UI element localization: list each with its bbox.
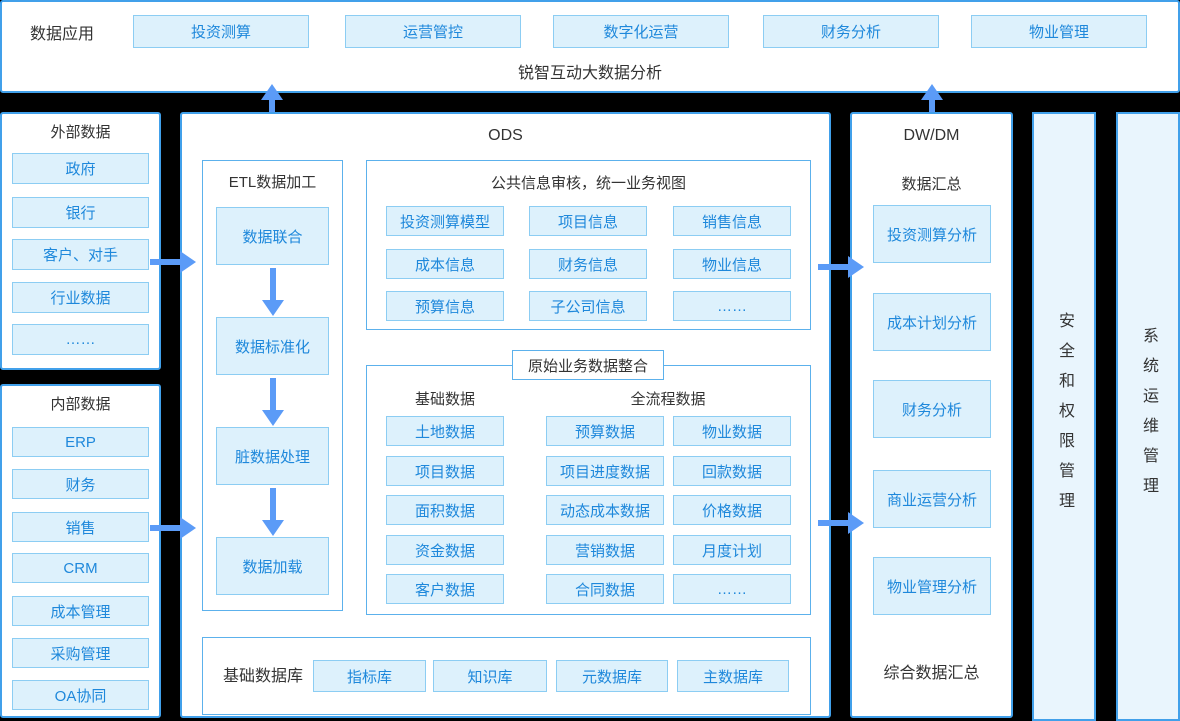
internal-item-finance: 财务 [12, 469, 149, 499]
security-permission-bar: 安全和权限管理 [1032, 112, 1096, 721]
dwdm-title: DW/DM [903, 127, 960, 144]
external-item-more: …… [12, 324, 149, 355]
app-bar-panel: 数据应用 投资测算 运营管控 数字化运营 财务分析 物业管理 锐智互动大数据分析 [0, 0, 1180, 93]
public-info-item: 项目信息 [529, 206, 647, 236]
base-db-item: 元数据库 [556, 660, 668, 692]
external-data-panel: 外部数据 政府 银行 客户、对手 行业数据 …… [0, 112, 161, 370]
base-db-item: 主数据库 [677, 660, 789, 692]
full-process-item: 物业数据 [673, 416, 791, 446]
arrow-up-icon [261, 84, 283, 112]
internal-item-procurement: 采购管理 [12, 638, 149, 668]
basic-data-item: 项目数据 [386, 456, 504, 486]
arrow-right-icon [150, 517, 196, 539]
public-info-box: 公共信息审核，统一业务视图 投资测算模型 项目信息 销售信息 成本信息 财务信息… [366, 160, 811, 330]
app-button-operation-control: 运营管控 [345, 15, 521, 48]
dwdm-item-finance: 财务分析 [873, 380, 991, 438]
public-info-item: 销售信息 [673, 206, 791, 236]
app-button-digital-operation: 数字化运营 [553, 15, 729, 48]
etl-step-load: 数据加载 [216, 537, 329, 595]
basic-data-item: 资金数据 [386, 535, 504, 565]
dwdm-subtitle: 数据汇总 [901, 176, 962, 193]
system-ops-label: 系统运维管理 [1140, 326, 1157, 507]
public-info-item: …… [673, 291, 791, 321]
external-item-bank: 银行 [12, 197, 149, 228]
app-button-property-management: 物业管理 [971, 15, 1147, 48]
basic-data-item: 土地数据 [386, 416, 504, 446]
arrow-down-icon [262, 378, 284, 426]
app-bar-subtitle: 锐智互动大数据分析 [517, 65, 662, 82]
full-process-item: 项目进度数据 [546, 456, 664, 486]
public-info-item: 子公司信息 [529, 291, 647, 321]
app-button-investment: 投资测算 [133, 15, 309, 48]
arrow-down-icon [262, 268, 284, 316]
basic-data-item: 面积数据 [386, 495, 504, 525]
etl-title: ETL数据加工 [228, 174, 317, 191]
internal-item-cost: 成本管理 [12, 596, 149, 626]
dwdm-item-business-ops: 商业运营分析 [873, 470, 991, 528]
arrow-right-icon [150, 251, 196, 273]
basic-data-header: 基础数据 [414, 391, 475, 408]
raw-business-box: 原始业务数据整合 基础数据 全流程数据 土地数据 项目数据 面积数据 资金数据 … [366, 350, 811, 615]
external-item-government: 政府 [12, 153, 149, 184]
dwdm-panel: DW/DM 数据汇总 投资测算分析 成本计划分析 财务分析 商业运营分析 物业管… [850, 112, 1013, 718]
full-process-item: 回款数据 [673, 456, 791, 486]
internal-item-erp: ERP [12, 427, 149, 457]
ods-title: ODS [488, 127, 523, 144]
full-process-item: 合同数据 [546, 574, 664, 604]
dwdm-item-investment: 投资测算分析 [873, 205, 991, 263]
etl-step-standardize: 数据标准化 [216, 317, 329, 375]
etl-box: ETL数据加工 数据联合 数据标准化 脏数据处理 数据加载 [202, 160, 343, 611]
arrow-up-icon [921, 84, 943, 112]
app-button-finance-analysis: 财务分析 [763, 15, 939, 48]
full-process-header: 全流程数据 [630, 391, 706, 408]
raw-business-label-box: 原始业务数据整合 [512, 350, 664, 380]
base-db-box: 基础数据库 指标库 知识库 元数据库 主数据库 [202, 637, 811, 715]
system-ops-bar: 系统运维管理 [1116, 112, 1180, 721]
internal-item-sales: 销售 [12, 512, 149, 542]
external-item-customers: 客户、对手 [12, 239, 149, 270]
public-info-item: 预算信息 [386, 291, 504, 321]
internal-data-panel: 内部数据 ERP 财务 销售 CRM 成本管理 采购管理 OA协同 [0, 384, 161, 718]
security-permission-label: 安全和权限管理 [1056, 311, 1073, 522]
public-info-item: 财务信息 [529, 249, 647, 279]
internal-item-crm: CRM [12, 553, 149, 583]
base-db-item: 指标库 [313, 660, 426, 692]
app-bar-label: 数据应用 [30, 26, 95, 43]
full-process-item: 动态成本数据 [546, 495, 664, 525]
raw-business-label: 原始业务数据整合 [527, 357, 648, 375]
dwdm-item-property: 物业管理分析 [873, 557, 991, 615]
internal-item-oa: OA协同 [12, 680, 149, 710]
arrow-down-icon [262, 488, 284, 536]
external-data-title: 外部数据 [50, 124, 111, 141]
full-process-item: 营销数据 [546, 535, 664, 565]
public-info-title: 公共信息审核，统一业务视图 [490, 175, 686, 192]
basic-data-item: 客户数据 [386, 574, 504, 604]
external-item-industry: 行业数据 [12, 282, 149, 313]
arrow-right-icon [818, 256, 864, 278]
public-info-item: 成本信息 [386, 249, 504, 279]
dwdm-item-cost-plan: 成本计划分析 [873, 293, 991, 351]
dwdm-footer: 综合数据汇总 [883, 665, 980, 682]
etl-step-dirty-data: 脏数据处理 [216, 427, 329, 485]
ods-panel: ODS ETL数据加工 数据联合 数据标准化 脏数据处理 数据加载 公共信息审核… [180, 112, 831, 718]
internal-data-title: 内部数据 [50, 396, 111, 413]
full-process-item: 预算数据 [546, 416, 664, 446]
public-info-item: 物业信息 [673, 249, 791, 279]
base-db-item: 知识库 [433, 660, 547, 692]
etl-step-union: 数据联合 [216, 207, 329, 265]
base-db-title: 基础数据库 [222, 668, 303, 685]
public-info-item: 投资测算模型 [386, 206, 504, 236]
full-process-item: 月度计划 [673, 535, 791, 565]
arrow-right-icon [818, 512, 864, 534]
full-process-item: …… [673, 574, 791, 604]
full-process-item: 价格数据 [673, 495, 791, 525]
